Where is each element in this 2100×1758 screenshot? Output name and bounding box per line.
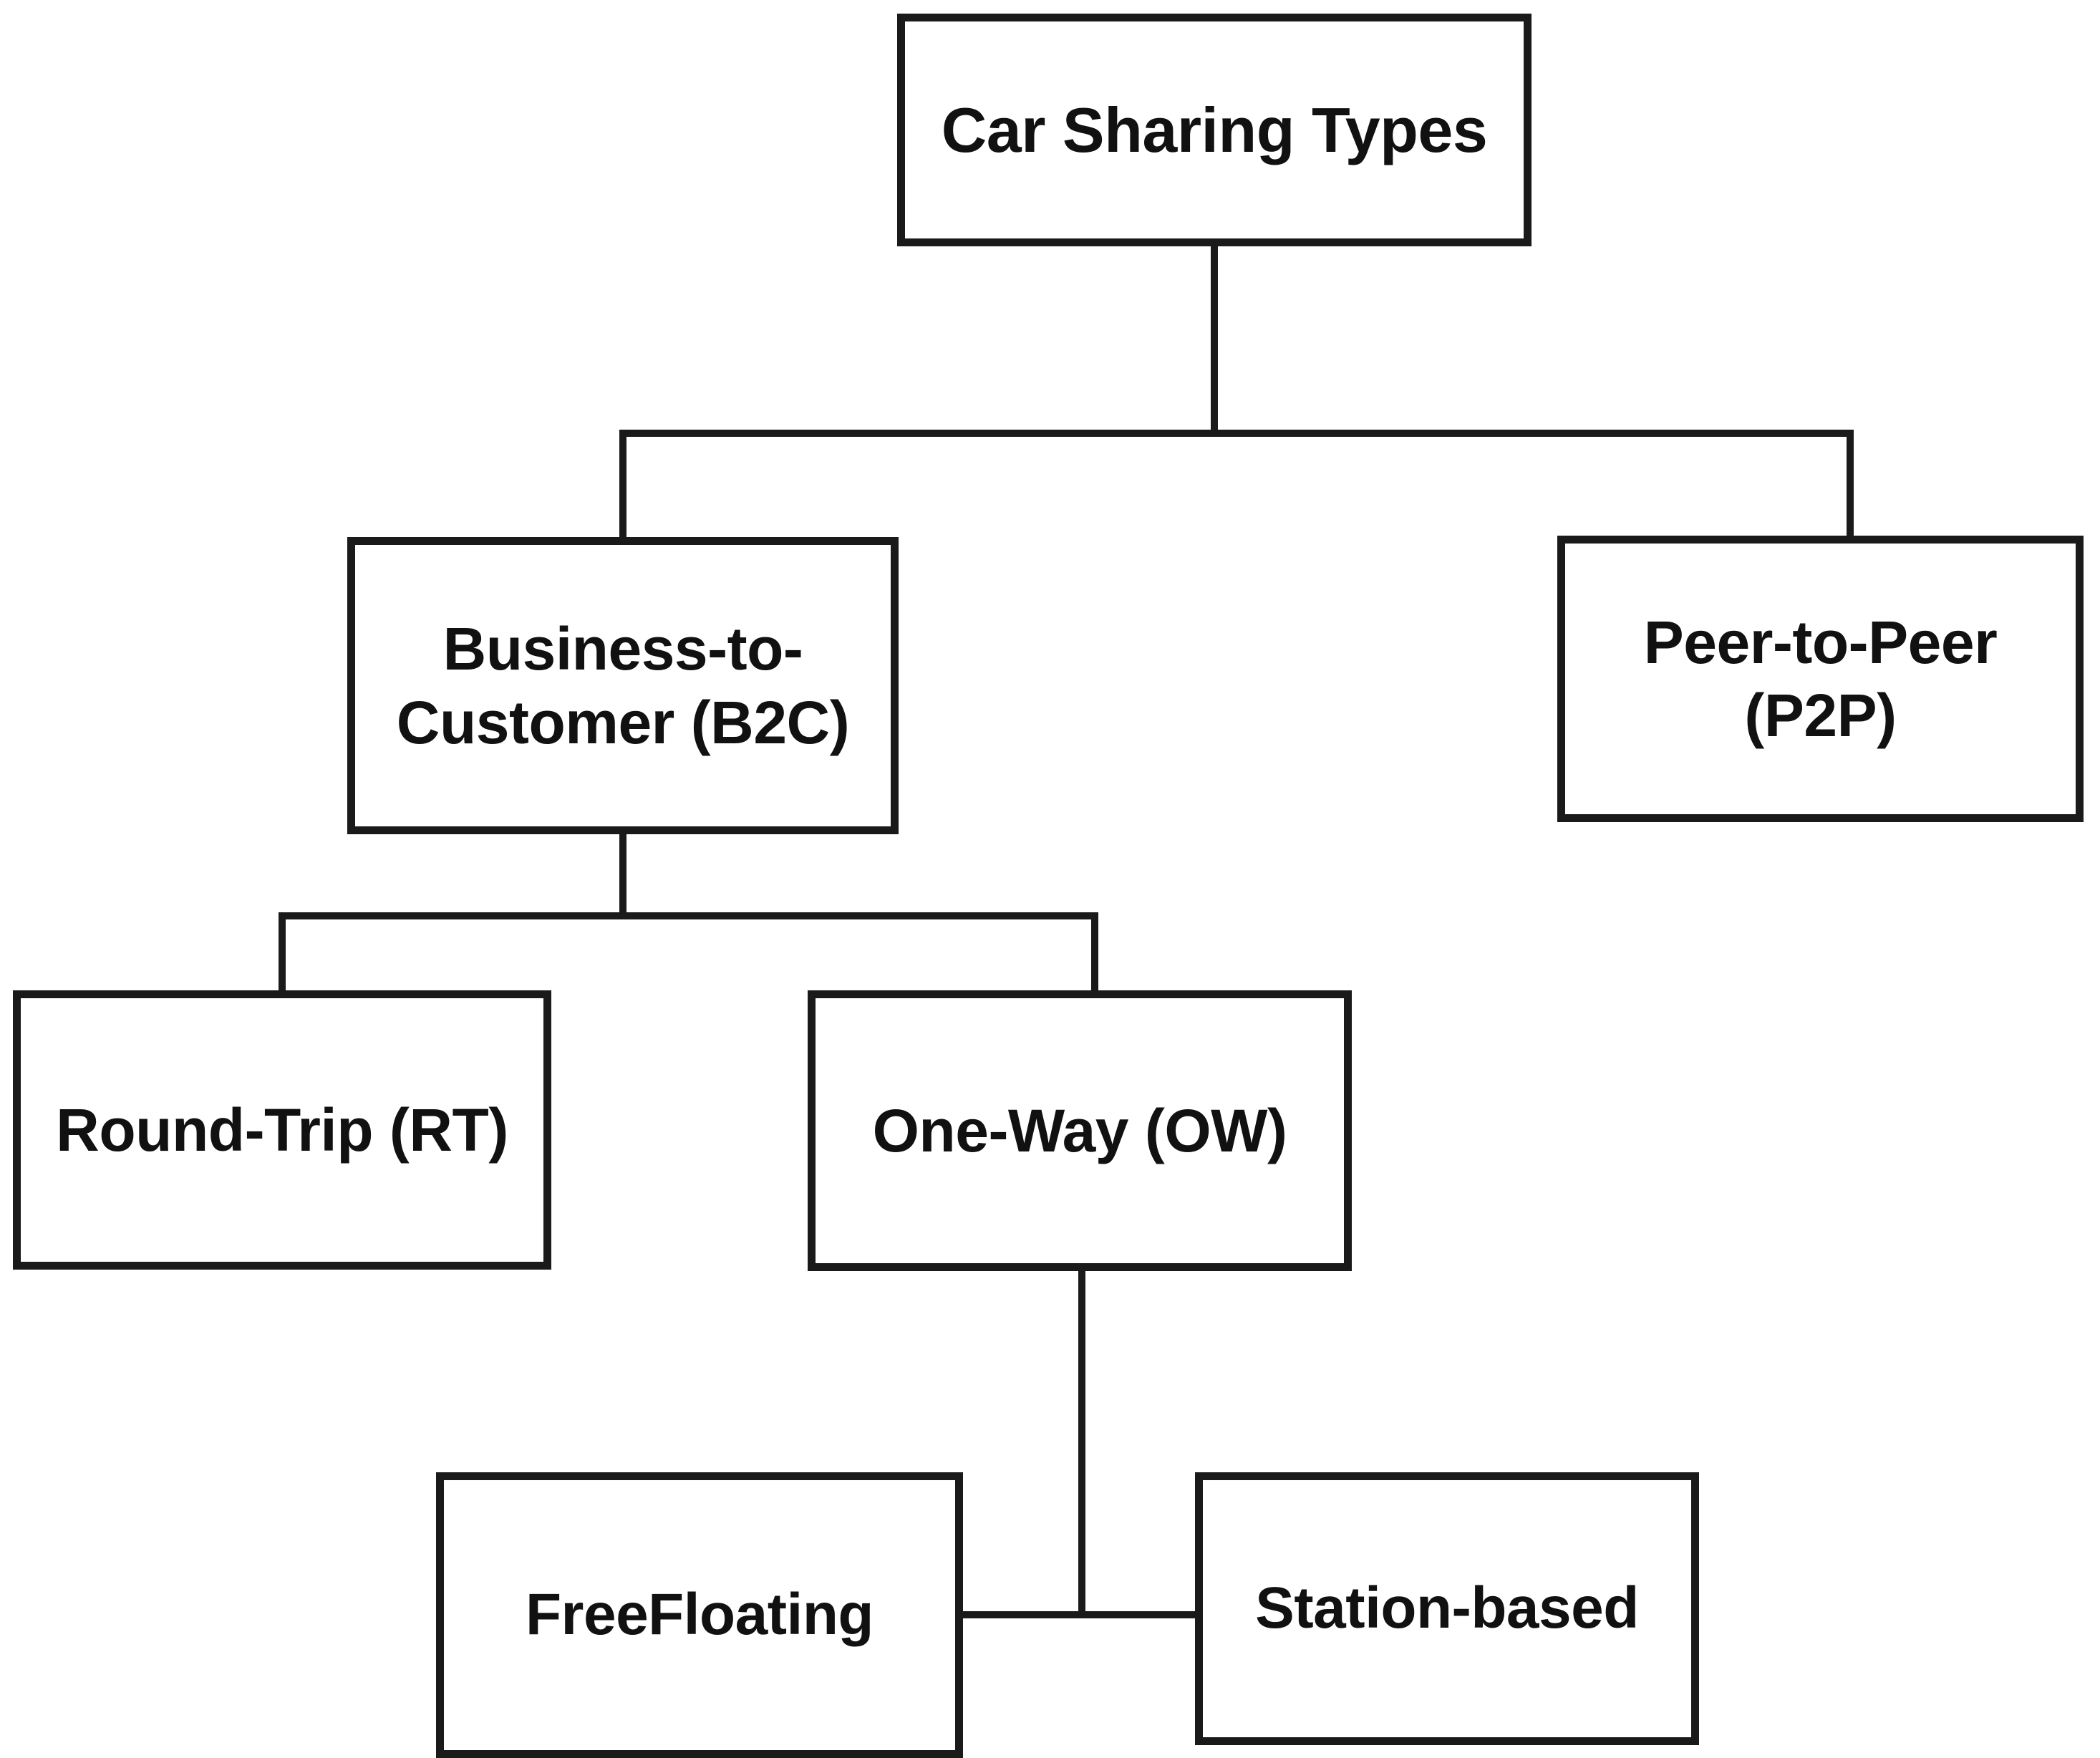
node-station-based[interactable]: Station-based [1195,1472,1699,1745]
node-free-floating[interactable]: FreeFloating [436,1472,963,1758]
node-round-trip[interactable]: Round-Trip (RT) [13,990,551,1270]
connector-level3-horizontal-bar [959,1611,1199,1618]
connector-drop-to-p2p [1847,430,1854,539]
connector-drop-to-b2c [619,430,626,541]
node-label-peer-to-peer: Peer-to-Peer (P2P) [1643,608,1998,749]
connector-drop-to-one-way [1091,912,1098,994]
node-business-to-customer[interactable]: Business-to- Customer (B2C) [347,537,899,834]
node-label-station-based: Station-based [1255,1575,1639,1641]
node-one-way[interactable]: One-Way (OW) [808,990,1352,1271]
connector-b2c-stem [619,831,626,918]
connector-root-stem [1211,246,1218,434]
node-label-one-way: One-Way (OW) [872,1096,1287,1164]
node-label-free-floating: FreeFloating [525,1582,874,1648]
node-car-sharing-types[interactable]: Car Sharing Types [897,14,1532,246]
connector-level2-horizontal-bar [279,912,1098,919]
node-label-car-sharing-types: Car Sharing Types [941,94,1488,165]
connector-one-way-stem [1078,1267,1085,1615]
node-peer-to-peer[interactable]: Peer-to-Peer (P2P) [1557,536,2084,822]
connector-drop-to-round-trip [279,912,286,994]
node-label-round-trip: Round-Trip (RT) [56,1096,508,1164]
node-label-business-to-customer: Business-to- Customer (B2C) [396,615,850,756]
connector-level1-horizontal-bar [619,430,1854,437]
